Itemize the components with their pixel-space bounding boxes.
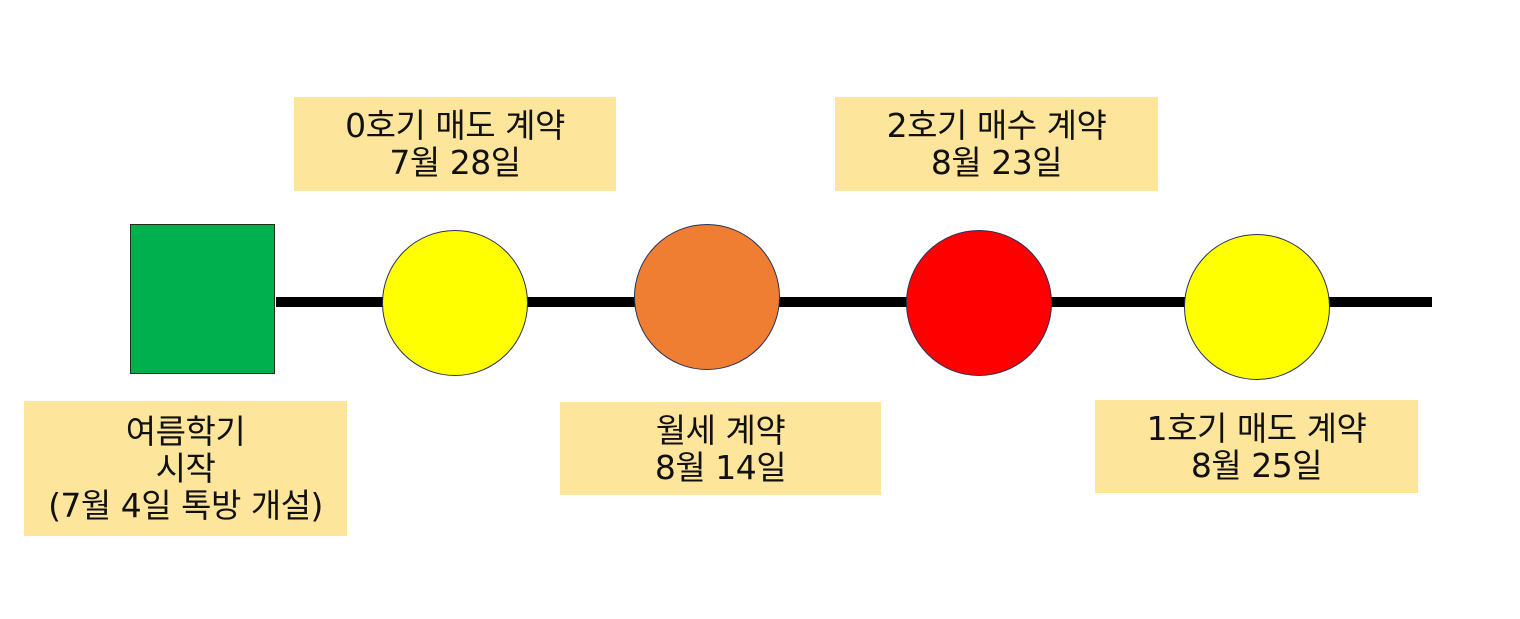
event-marker-2 — [634, 224, 780, 370]
start-label-line-1: 여름학기 — [125, 412, 246, 451]
event-label-1-date: 7월 28일 — [389, 143, 521, 182]
event-label-box-2: 월세 계약 8월 14일 — [560, 402, 881, 495]
start-label-line-3: (7월 4일 톡방 개설) — [48, 486, 323, 525]
start-marker-square — [130, 224, 275, 374]
event-label-1-title: 0호기 매도 계약 — [345, 106, 565, 145]
start-label-box: 여름학기 시작 (7월 4일 톡방 개설) — [24, 401, 347, 536]
event-label-box-1: 0호기 매도 계약 7월 28일 — [294, 97, 616, 191]
event-label-3-title: 2호기 매수 계약 — [886, 106, 1107, 145]
event-marker-3 — [906, 230, 1052, 376]
event-label-4-title: 1호기 매도 계약 — [1146, 408, 1367, 448]
event-label-box-4: 1호기 매도 계약 8월 25일 — [1095, 400, 1418, 493]
event-marker-4 — [1184, 234, 1330, 380]
event-label-box-3: 2호기 매수 계약 8월 23일 — [835, 97, 1158, 191]
event-label-2-date: 8월 14일 — [654, 447, 787, 487]
event-marker-1 — [382, 230, 528, 376]
start-label-line-2: 시작 — [155, 449, 216, 488]
event-label-2-title: 월세 계약 — [655, 410, 786, 450]
event-label-3-date: 8월 23일 — [930, 143, 1063, 182]
event-label-4-date: 8월 25일 — [1190, 445, 1323, 485]
timeline-line — [276, 297, 1432, 307]
